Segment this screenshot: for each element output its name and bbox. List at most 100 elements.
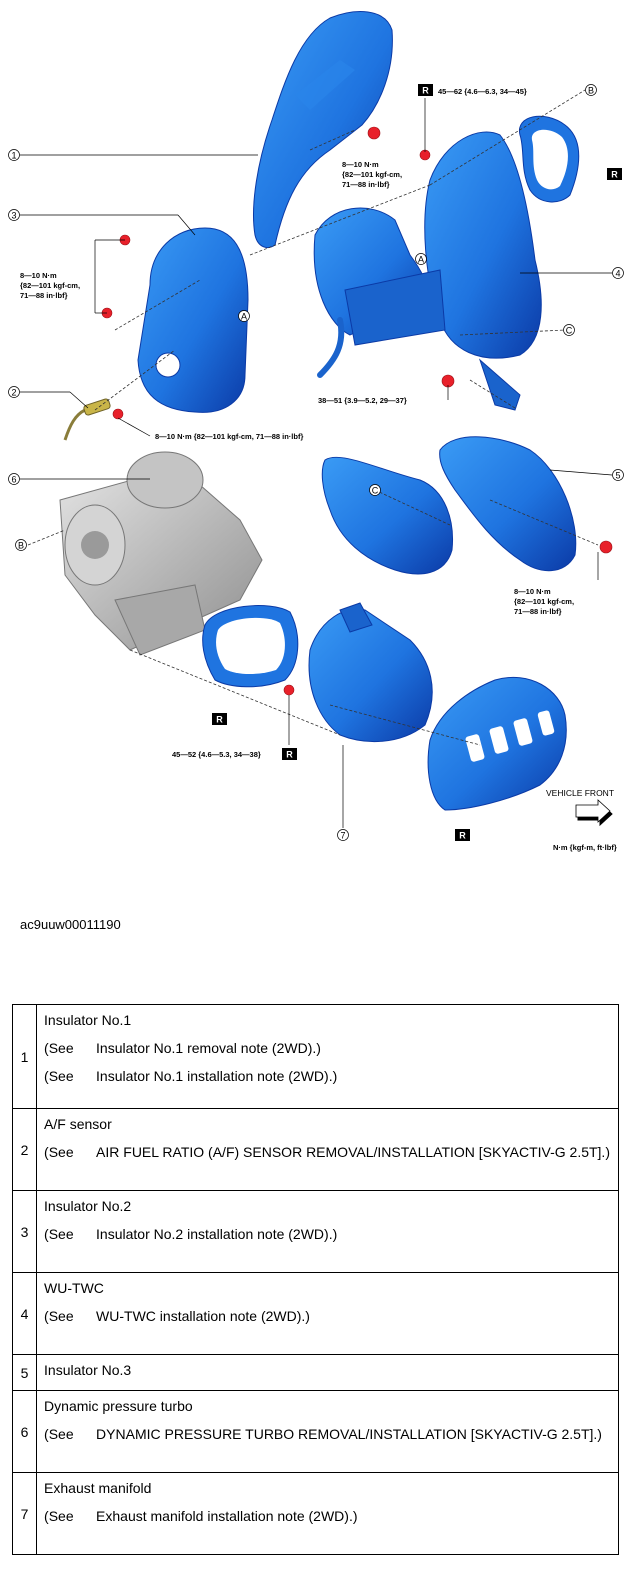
- see-reference: (See Insulator No.2 installation note (2W…: [44, 1225, 610, 1243]
- see-prefix: (See: [44, 1426, 74, 1442]
- row-number: 1: [11, 1004, 38, 1109]
- callout-3: 3: [8, 209, 20, 221]
- insulator-no3-drawing: [321, 436, 577, 575]
- torque-insulator3-3: 71—88 in·lbf}: [514, 607, 562, 616]
- see-link[interactable]: Insulator No.2 installation note (2WD).): [96, 1226, 338, 1242]
- row-number: 2: [11, 1108, 38, 1191]
- gasket-lower-drawing: [202, 605, 299, 688]
- see-reference: (See DYNAMIC PRESSURE TURBO REMOVAL/INSTA…: [44, 1425, 610, 1443]
- parts-table: 1 Insulator No.1 (See Insulator No.1 remova…: [11, 1004, 619, 1555]
- see-prefix: (See: [44, 1144, 74, 1160]
- callout-4: 4: [612, 267, 624, 279]
- svg-text:R: R: [611, 170, 618, 180]
- svg-text:R: R: [216, 715, 223, 725]
- see-link[interactable]: Insulator No.1 removal note (2WD).): [96, 1040, 321, 1056]
- ref-letter-c-1: C: [563, 324, 575, 336]
- torque-insulator3-1: 8—10 N·m: [514, 587, 551, 596]
- svg-text:5: 5: [615, 471, 620, 481]
- part-name: A/F sensor: [44, 1116, 112, 1132]
- svg-text:R: R: [422, 86, 429, 96]
- table-row: 1 Insulator No.1 (See Insulator No.1 remova…: [11, 1004, 619, 1109]
- svg-text:B: B: [18, 541, 24, 551]
- row-number: 5: [11, 1354, 38, 1391]
- see-reference: (See AIR FUEL RATIO (A/F) SENSOR REMOVAL/…: [44, 1143, 610, 1161]
- gasket-top-drawing: [519, 115, 580, 203]
- see-link[interactable]: Insulator No.1 installation note (2WD).): [96, 1068, 338, 1084]
- see-prefix: (See: [44, 1068, 74, 1084]
- see-link[interactable]: WU-TWC installation note (2WD).): [96, 1308, 310, 1324]
- svg-text:C: C: [566, 326, 573, 336]
- table-row: 6 Dynamic pressure turbo (See DYNAMIC PRESS…: [11, 1390, 619, 1473]
- ref-letter-b-2: B: [15, 539, 27, 551]
- svg-text:7: 7: [340, 831, 345, 841]
- torque-top-right: 45—62 {4.6—6.3, 34—45}: [438, 87, 527, 96]
- see-link[interactable]: DYNAMIC PRESSURE TURBO REMOVAL/INSTALLAT…: [96, 1426, 602, 1442]
- torque-left-3: 71—88 in·lbf}: [20, 291, 68, 300]
- svg-text:R: R: [286, 750, 293, 760]
- r-mark-bottom-bolt: R: [282, 748, 297, 760]
- r-mark-gasket-top: R: [607, 168, 622, 180]
- table-row: 2 A/F sensor (See AIR FUEL RATIO (A/F) SENS…: [11, 1108, 619, 1191]
- part-name: Insulator No.1: [44, 1012, 132, 1028]
- ref-letter-a-1: A: [238, 310, 250, 322]
- row-number: 7: [11, 1472, 38, 1555]
- r-mark-plate: R: [455, 829, 470, 841]
- part-name: Insulator No.2: [44, 1198, 132, 1214]
- insulator-no1-drawing: [253, 11, 393, 248]
- torque-left-2: {82—101 kgf-cm,: [20, 281, 80, 290]
- torque-sensor: 8—10 N·m {82—101 kgf-cm, 71—88 in·lbf}: [155, 432, 303, 441]
- row-number: 6: [11, 1390, 38, 1473]
- row-content: Dynamic pressure turbo (See DYNAMIC PRESSU…: [36, 1390, 619, 1473]
- row-content: Exhaust manifold (See Exhaust manifold ins…: [36, 1472, 619, 1555]
- see-link[interactable]: Exhaust manifold installation note (2WD)…: [96, 1508, 358, 1524]
- table-row: 5 Insulator No.3: [11, 1354, 619, 1391]
- see-link[interactable]: AIR FUEL RATIO (A/F) SENSOR REMOVAL/INST…: [96, 1144, 610, 1160]
- ref-letter-a-2: A: [415, 253, 427, 265]
- insulator-no2-drawing: [137, 227, 249, 413]
- svg-text:4: 4: [615, 269, 620, 279]
- torque-bottom: 45—52 {4.6—5.3, 34—38}: [172, 750, 261, 759]
- part-name: Dynamic pressure turbo: [44, 1398, 193, 1414]
- row-content: A/F sensor (See AIR FUEL RATIO (A/F) SENSO…: [36, 1108, 619, 1191]
- torque-insulator3-2: {82—101 kgf-cm,: [514, 597, 574, 606]
- exploded-diagram: 1 3 2 6 4 5 7 A A B B C C R R R R R 8—10…: [8, 11, 624, 852]
- svg-text:A: A: [418, 255, 424, 265]
- ref-letter-c-2: C: [369, 484, 381, 496]
- turbo-drawing: [59, 451, 263, 656]
- see-reference: (See WU-TWC installation note (2WD).): [44, 1307, 610, 1325]
- r-mark-top: R: [418, 84, 433, 96]
- svg-text:6: 6: [11, 475, 16, 485]
- svg-text:1: 1: [11, 151, 16, 161]
- torque-top-center-3: 71—88 in·lbf}: [342, 180, 390, 189]
- figure-id: ac9uuw00011190: [20, 917, 121, 932]
- assembly-lines: [27, 89, 599, 746]
- svg-text:C: C: [372, 486, 379, 496]
- callout-7: 7: [337, 829, 349, 841]
- units-label: N·m {kgf-m, ft·lbf}: [553, 843, 617, 852]
- svg-text:3: 3: [11, 211, 16, 221]
- see-prefix: (See: [44, 1508, 74, 1524]
- row-content: Insulator No.2 (See Insulator No.2 install…: [36, 1190, 619, 1273]
- see-prefix: (See: [44, 1308, 74, 1324]
- svg-text:R: R: [459, 831, 466, 841]
- vehicle-front-label: VEHICLE FRONT: [546, 788, 614, 798]
- torque-right-mid: 38—51 {3.9—5.2, 29—37}: [318, 396, 407, 405]
- manifold-gasket-drawing: [427, 676, 567, 811]
- row-content: Insulator No.1 (See Insulator No.1 removal…: [36, 1004, 619, 1109]
- exhaust-manifold-drawing: [308, 602, 433, 743]
- callout-6: 6: [8, 473, 20, 485]
- ref-letter-b-1: B: [585, 84, 597, 96]
- af-sensor-drawing: [63, 398, 111, 441]
- see-reference: (See Insulator No.1 installation note (2W…: [44, 1067, 610, 1085]
- see-prefix: (See: [44, 1226, 74, 1242]
- svg-text:2: 2: [11, 388, 16, 398]
- row-number: 4: [11, 1272, 38, 1355]
- part-name: Insulator No.3: [44, 1362, 132, 1378]
- part-name: Exhaust manifold: [44, 1480, 152, 1496]
- see-prefix: (See: [44, 1040, 74, 1056]
- row-content: Insulator No.3: [36, 1354, 619, 1391]
- svg-text:A: A: [241, 312, 247, 322]
